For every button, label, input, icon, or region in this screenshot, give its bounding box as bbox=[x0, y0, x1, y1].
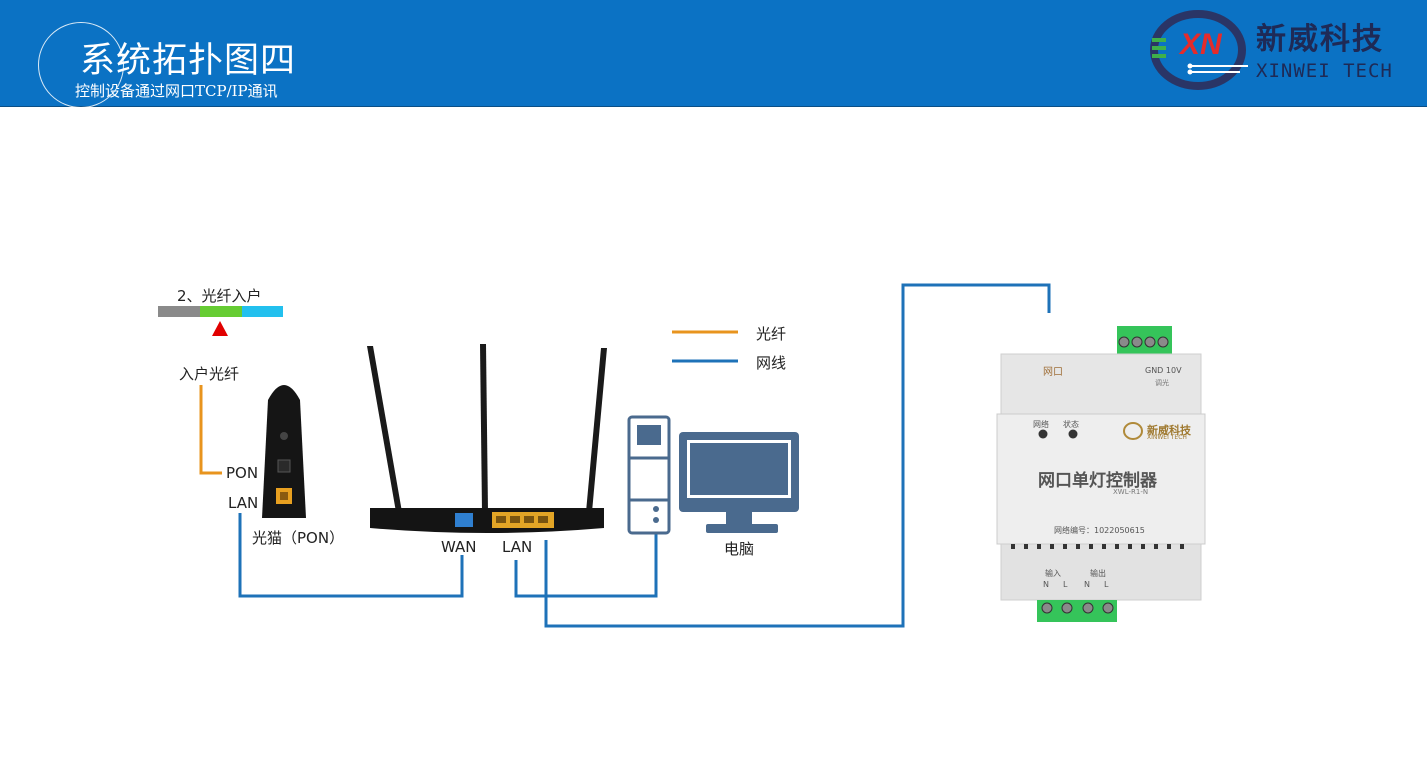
controller-net-led-label: 网络 bbox=[1033, 420, 1049, 429]
router-wan-label: WAN bbox=[441, 538, 477, 556]
controller-model: XWL-R1-N bbox=[1113, 488, 1149, 496]
controller-terminal-label: N bbox=[1084, 580, 1090, 589]
controller-serial: 网络编号：1022050615 bbox=[1054, 526, 1145, 535]
modem-lan-label: LAN bbox=[228, 494, 259, 512]
computer-label: 电脑 bbox=[724, 540, 755, 558]
lamp-controller-device bbox=[996, 326, 1206, 622]
monitor-icon bbox=[679, 432, 799, 533]
fiber-link bbox=[199, 385, 222, 475]
fiber-bar-green bbox=[200, 306, 242, 317]
router-lan-label: LAN bbox=[502, 538, 533, 556]
fiber-marker-icon bbox=[212, 321, 228, 336]
router-icon bbox=[367, 344, 607, 533]
fiber-bar-blue bbox=[242, 306, 283, 317]
modem-pon-label: PON bbox=[226, 464, 259, 482]
controller-brand-en: XINWEI TECH bbox=[1147, 434, 1187, 441]
controller-input-label: 输入 bbox=[1045, 569, 1061, 578]
controller-output-label: 输出 bbox=[1090, 569, 1106, 578]
modem-to-router-cable bbox=[238, 513, 464, 598]
header-bar: 系统拓扑图四 控制设备通过网口TCP/IP通讯 XN 新威科技 XINWEI T… bbox=[0, 0, 1427, 108]
router-to-controller-cable bbox=[544, 283, 1051, 628]
router-to-pc-cable bbox=[514, 532, 658, 598]
controller-gnd-label: GND 10V bbox=[1145, 366, 1182, 375]
logo-text-en: XINWEI TECH bbox=[1256, 60, 1393, 82]
legend-cable-label: 网线 bbox=[756, 354, 787, 372]
logo-text-cn: 新威科技 bbox=[1256, 22, 1384, 57]
controller-terminal-label: L bbox=[1104, 580, 1109, 589]
page-title: 系统拓扑图四 bbox=[80, 41, 297, 81]
controller-name: 网口单灯控制器 bbox=[1038, 471, 1157, 491]
controller-brand: 新威科技 bbox=[1147, 424, 1191, 437]
controller-status-led-label: 状态 bbox=[1063, 420, 1079, 429]
controller-port-label: 网口 bbox=[1043, 367, 1063, 378]
company-logo-icon: XN bbox=[1150, 10, 1248, 90]
modem-name-label: 光猫（PON） bbox=[252, 529, 345, 547]
logo-mark: XN bbox=[1178, 28, 1223, 61]
controller-dim-label: 调光 bbox=[1155, 379, 1169, 387]
fiber-bar-gray bbox=[158, 306, 200, 317]
controller-terminal-label: N bbox=[1043, 580, 1049, 589]
fiber-in-label: 入户光纤 bbox=[179, 365, 240, 383]
title-decoration-circle bbox=[38, 22, 124, 108]
legend-fiber-label: 光纤 bbox=[756, 325, 787, 343]
page-subtitle: 控制设备通过网口TCP/IP通讯 bbox=[75, 82, 278, 100]
pc-tower-icon bbox=[627, 415, 671, 535]
optical-modem-icon bbox=[262, 385, 306, 518]
fiber-bar-label: 2、光纤入户 bbox=[177, 287, 262, 305]
controller-terminal-label: L bbox=[1063, 580, 1068, 589]
